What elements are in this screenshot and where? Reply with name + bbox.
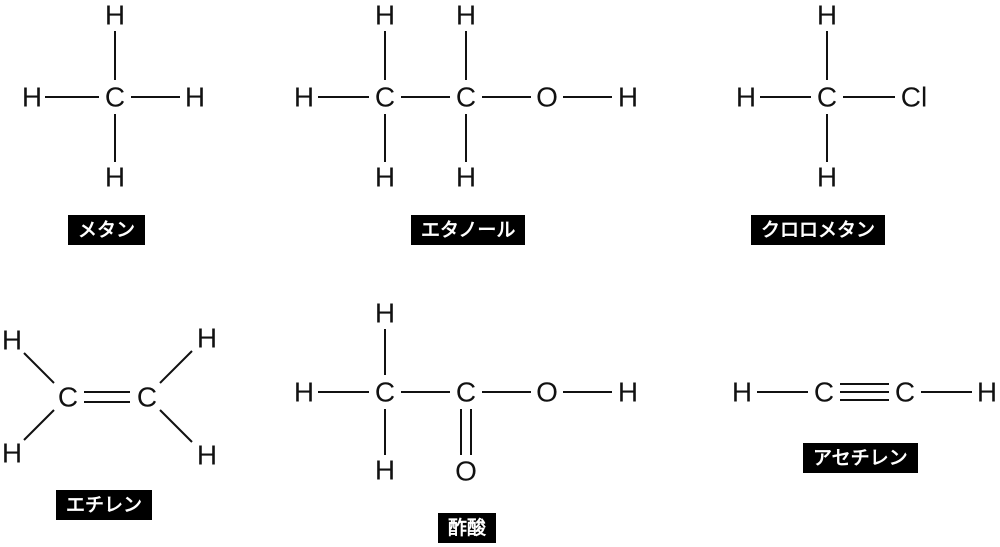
atom-h: H: [732, 377, 752, 408]
atom-h: H: [294, 82, 314, 113]
atom-o: O: [536, 377, 558, 408]
molecule-label-chloromethane: クロロメタン: [751, 215, 886, 245]
atom-h: H: [618, 377, 638, 408]
atom-h: H: [197, 440, 217, 471]
atom-h: H: [2, 438, 22, 469]
atom-h: H: [456, 0, 476, 31]
molecule-acetic-acid: H H C C O H H O: [294, 298, 638, 487]
atom-h: H: [375, 298, 395, 329]
atom-h: H: [977, 377, 997, 408]
atom-h: H: [817, 162, 837, 193]
bond-c2-h-upper: [159, 350, 193, 384]
atom-c: C: [456, 82, 476, 113]
atom-h: H: [618, 82, 638, 113]
atom-h: H: [375, 162, 395, 193]
molecule-label-ethanol: エタノール: [411, 215, 526, 245]
atom-c: C: [814, 377, 834, 408]
atom-c: C: [375, 377, 395, 408]
atom-c: C: [456, 377, 476, 408]
atom-o: O: [536, 82, 558, 113]
molecule-label-acetylene: アセチレン: [803, 443, 918, 473]
atom-h: H: [197, 323, 217, 354]
atom-c: C: [895, 377, 915, 408]
bond-h-c1-lower: [23, 409, 55, 441]
atom-cl: Cl: [901, 82, 927, 113]
atom-h: H: [105, 162, 125, 193]
molecule-chloromethane: H H C Cl H: [736, 0, 927, 193]
atom-c: C: [105, 82, 125, 113]
bond-c2-h-lower: [159, 409, 193, 443]
molecule-ethanol: H H H C C O H H H: [294, 0, 638, 193]
atom-c: C: [58, 382, 78, 413]
atom-h: H: [2, 325, 22, 356]
molecule-ethylene: H H C C H H: [2, 323, 217, 471]
molecule-label-methane: メタン: [68, 215, 146, 245]
molecule-label-acetic-acid: 酢酸: [438, 513, 497, 543]
bond-h-c1-upper: [23, 352, 55, 384]
molecule-label-ethylene: エチレン: [56, 490, 153, 520]
molecule-methane: H H C H H: [22, 0, 205, 193]
atom-c: C: [137, 382, 157, 413]
molecule-acetylene: H C C H: [732, 377, 997, 408]
atom-c: C: [817, 82, 837, 113]
atom-h: H: [817, 0, 837, 31]
atom-h: H: [375, 455, 395, 486]
atom-h: H: [22, 82, 42, 113]
atom-h: H: [294, 377, 314, 408]
atom-h: H: [375, 0, 395, 31]
atom-h: H: [736, 82, 756, 113]
atom-c: C: [375, 82, 395, 113]
atom-h: H: [456, 162, 476, 193]
atom-h: H: [105, 0, 125, 31]
atom-h: H: [185, 82, 205, 113]
atom-o: O: [455, 456, 477, 487]
